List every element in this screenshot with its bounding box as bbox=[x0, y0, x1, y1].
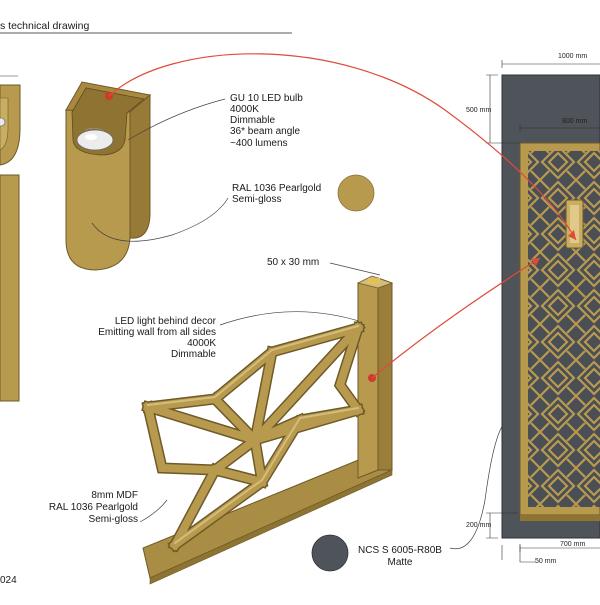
material-line: RAL 1036 Pearlgold bbox=[48, 502, 138, 513]
pearlgold-swatch bbox=[337, 174, 375, 212]
red-connectors bbox=[108, 53, 577, 379]
lattice-screen bbox=[528, 151, 600, 507]
decor-struts bbox=[141, 320, 366, 553]
wall-color-line: Matte bbox=[387, 557, 413, 568]
left-cutoff-views bbox=[0, 75, 21, 402]
material-line: 8mm MDF bbox=[91, 490, 138, 501]
decor-lattice-corner bbox=[141, 275, 394, 585]
footer-year: 024 bbox=[0, 575, 17, 586]
bulb-spec-line: 36* beam angle bbox=[230, 126, 301, 137]
wall-color-swatch bbox=[311, 534, 349, 572]
bulb-spec-line: ~400 lumens bbox=[230, 138, 288, 149]
finish-line: RAL 1036 Pearlgold bbox=[232, 183, 322, 194]
profile-size-label: 50 x 30 mm bbox=[267, 257, 320, 268]
cutoff-side-view bbox=[0, 174, 20, 402]
wall-color-line: NCS S 6005-R80B bbox=[358, 545, 442, 556]
bulb-spec-line: GU 10 LED bulb bbox=[230, 93, 303, 104]
material-line: Semi-gloss bbox=[88, 514, 138, 525]
led-decor-line: LED light behind decor bbox=[114, 316, 216, 327]
dim-bottom-height: 200 mm bbox=[466, 522, 492, 529]
bulb-spec-line: 4000K bbox=[230, 104, 259, 115]
wall-elevation bbox=[501, 74, 600, 539]
led-decor-line: Emitting wall from all sides bbox=[98, 327, 216, 338]
sconce-lamp bbox=[65, 81, 152, 271]
dim-bottom-width: 700 mm bbox=[560, 541, 586, 548]
bulb-spec-line: Dimmable bbox=[230, 115, 276, 126]
led-decor-line: Dimmable bbox=[170, 349, 216, 360]
finish-line: Semi-gloss bbox=[232, 194, 282, 205]
page-title: s technical drawing bbox=[0, 20, 90, 32]
dim-top-height: 500 mm bbox=[466, 107, 492, 114]
dim-width-total: 1000 mm bbox=[558, 53, 588, 60]
dim-width-inner: 800 mm bbox=[562, 118, 588, 125]
led-decor-line: 4000K bbox=[187, 338, 216, 349]
dim-offset: 50 mm bbox=[535, 558, 557, 565]
